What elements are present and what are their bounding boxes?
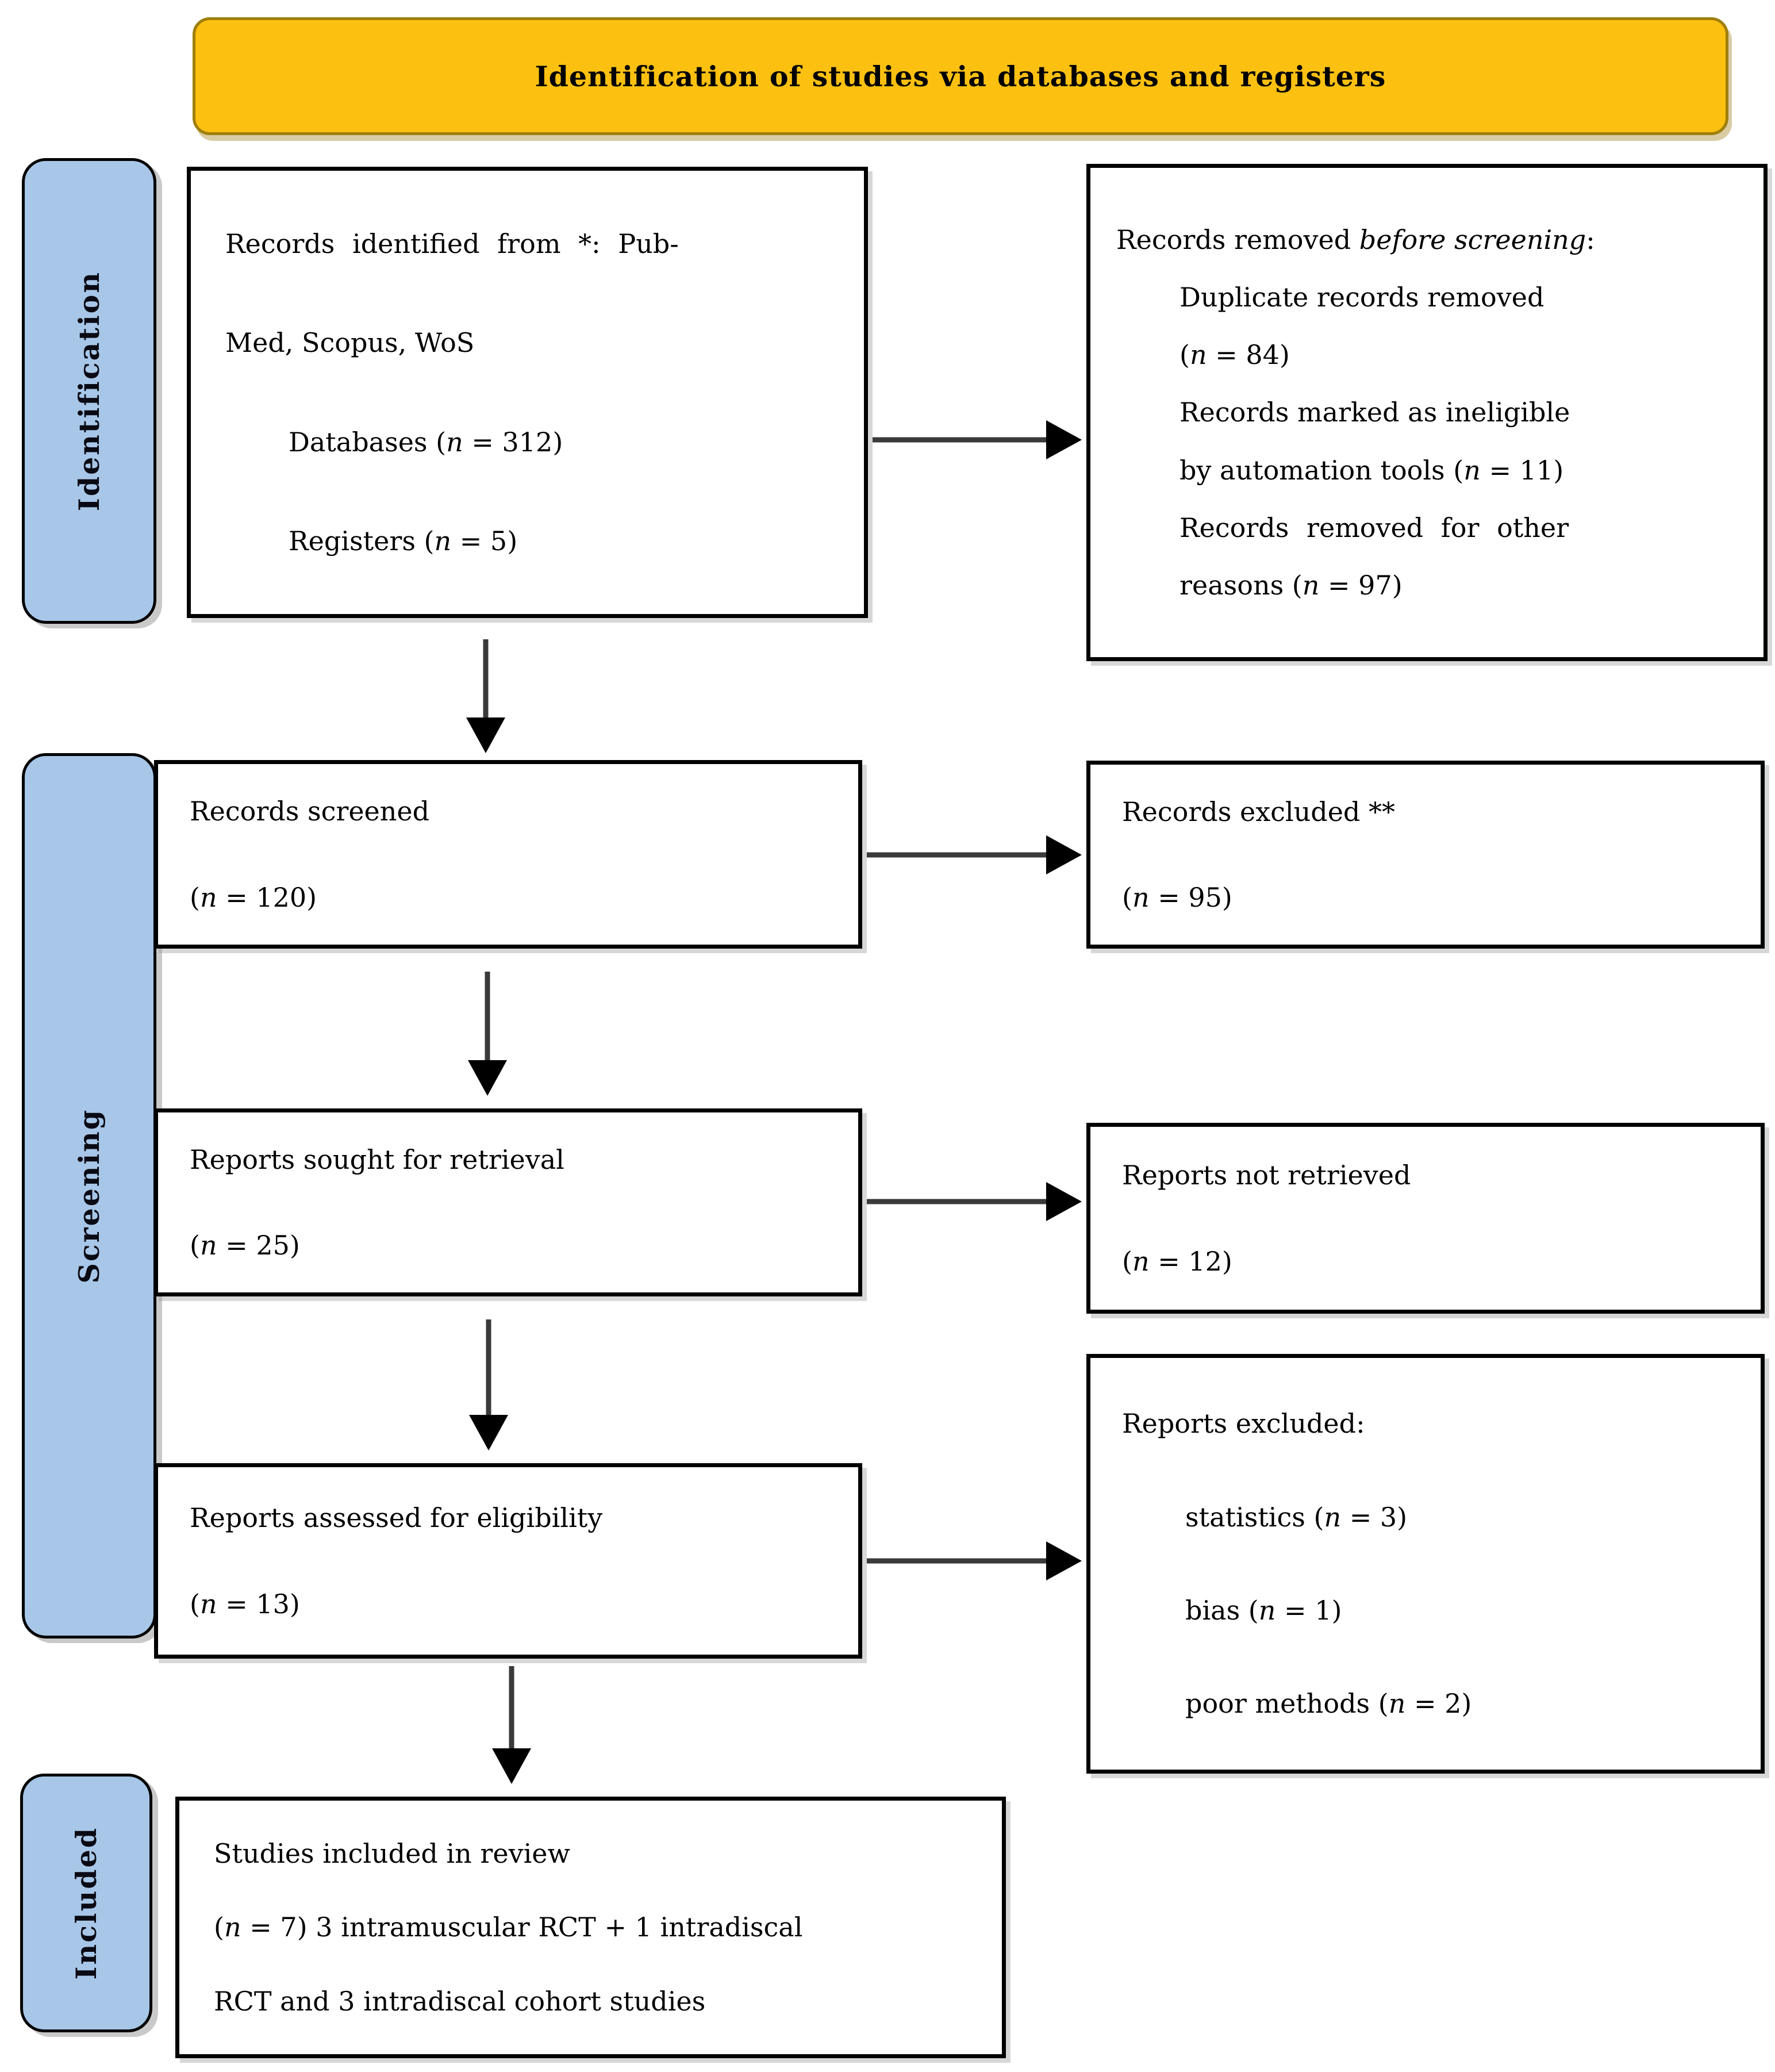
box-text-line: Duplicate records removed — [1180, 281, 1545, 313]
box-text-line: Records screened — [190, 796, 430, 827]
box-text-line: (n = 25) — [190, 1230, 300, 1261]
box-text-line: Reports not retrieved — [1122, 1160, 1411, 1191]
box-text-line: Reports assessed for eligibility — [190, 1502, 603, 1534]
phase-label-identification-text: Identification — [72, 270, 106, 512]
arrow-identified-to-screened — [466, 639, 505, 753]
box-text-line: Reports sought for retrieval — [190, 1144, 564, 1175]
box-reports-sought: Reports sought for retrieval (n = 25) — [154, 1108, 862, 1296]
box-text-line: poor methods (n = 2) — [1185, 1688, 1472, 1720]
box-text-line: Records marked as ineligible — [1180, 397, 1570, 428]
box-text-line: reasons (n = 97) — [1180, 570, 1403, 601]
box-reports-assessed: Reports assessed for eligibility (n = 13… — [154, 1463, 862, 1659]
diagram-title: Identification of studies via databases … — [535, 59, 1386, 93]
phase-label-identification: Identification — [22, 158, 156, 624]
box-text-line: (n = 95) — [1122, 882, 1232, 913]
box-text-line: Med, Scopus, WoS — [225, 327, 475, 359]
box-text-line: Registers (n = 5) — [289, 525, 518, 557]
box-text-line: (n = 7) 3 intramuscular RCT + 1 intradis… — [214, 1912, 803, 1943]
arrow-assessed-to-reports-excluded — [867, 1541, 1082, 1580]
box-records-removed-before-screening: Records removed before screening: Duplic… — [1086, 164, 1768, 661]
box-text-line: (n = 84) — [1180, 339, 1290, 371]
box-text-line: Records removed before screening: — [1116, 224, 1595, 255]
arrow-assessed-to-included — [492, 1666, 531, 1784]
box-text-line: bias (n = 1) — [1185, 1595, 1342, 1626]
box-text-line: Databases (n = 312) — [289, 426, 563, 458]
box-records-excluded: Records excluded ** (n = 95) — [1086, 761, 1765, 949]
arrow-screened-to-excluded — [867, 835, 1082, 874]
phase-label-included: Included — [20, 1774, 152, 2032]
box-studies-included: Studies included in review (n = 7) 3 int… — [175, 1797, 1006, 2058]
box-text-line: Records excluded ** — [1122, 796, 1395, 827]
arrow-screened-to-sought — [468, 972, 507, 1096]
box-text-line: statistics (n = 3) — [1185, 1501, 1408, 1533]
box-text-line: (n = 13) — [190, 1588, 300, 1620]
box-text-line: Studies included in review — [214, 1838, 570, 1870]
box-records-identified: Records identified from *: Pub- Med, Sco… — [187, 167, 868, 618]
phase-label-screening: Screening — [22, 753, 156, 1639]
box-text-line: Records removed for other — [1180, 512, 1569, 543]
phase-label-screening-text: Screening — [72, 1108, 106, 1284]
box-records-screened: Records screened (n = 120) — [154, 760, 862, 949]
box-text-line: (n = 12) — [1122, 1245, 1232, 1277]
diagram-header-banner: Identification of studies via databases … — [193, 17, 1728, 135]
box-text-line: Reports excluded: — [1122, 1408, 1365, 1440]
arrow-identified-to-removed — [873, 420, 1082, 459]
box-reports-excluded: Reports excluded: statistics (n = 3) bia… — [1086, 1354, 1765, 1774]
box-reports-not-retrieved: Reports not retrieved (n = 12) — [1086, 1123, 1765, 1314]
arrow-sought-to-not-retrieved — [867, 1182, 1082, 1221]
box-text-line: by automation tools (n = 11) — [1180, 454, 1564, 486]
box-text-line: RCT and 3 intradiscal cohort studies — [214, 1985, 706, 2017]
box-text-line: (n = 120) — [190, 881, 317, 913]
phase-label-included-text: Included — [70, 1826, 103, 1980]
box-text-line: Records identified from *: Pub- — [225, 228, 679, 259]
arrow-sought-to-assessed — [469, 1319, 508, 1451]
